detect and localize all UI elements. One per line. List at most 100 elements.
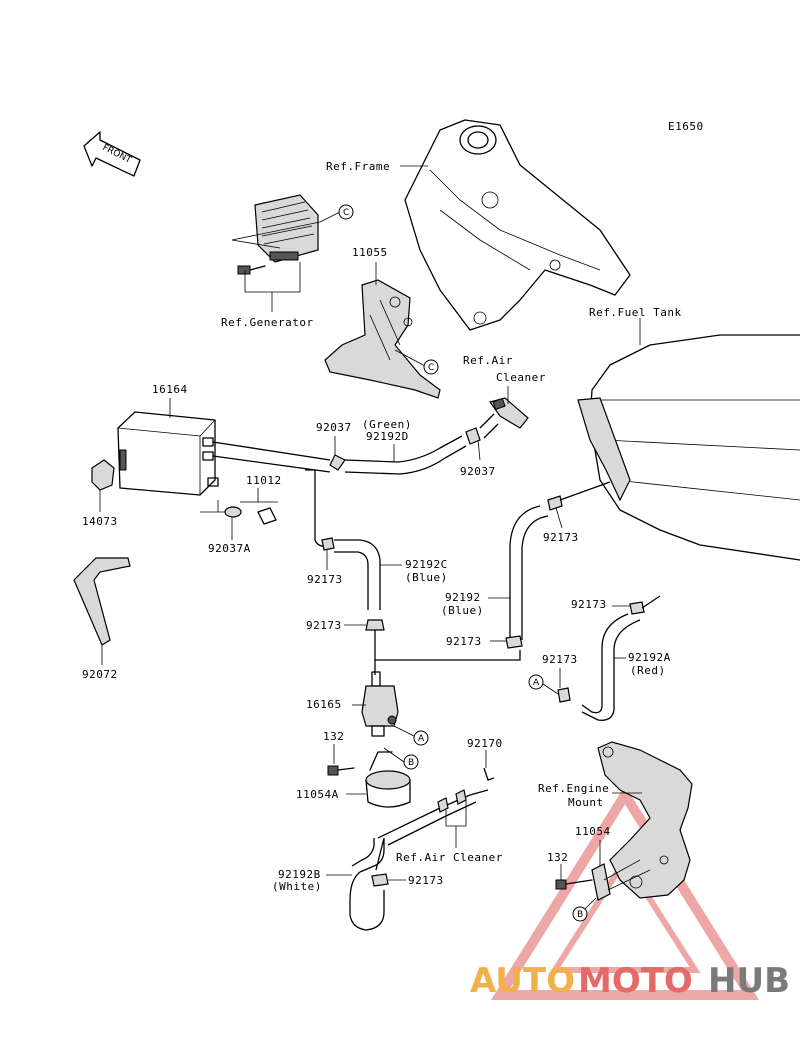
p92192d-label: 92192D [366, 430, 409, 443]
watermark-logo-triangle [490, 785, 760, 1000]
callout-c-2 [423, 359, 439, 375]
hose-to-air-cleaner [377, 789, 489, 846]
callout-a1-leader [393, 725, 415, 737]
p11055-label: 11055 [352, 246, 388, 259]
p16164-label: 16164 [152, 383, 188, 396]
hose-92192 [509, 505, 549, 640]
p92192a-label: 92192A [628, 651, 671, 664]
engine-mount-part [597, 741, 693, 899]
p16165-label: 16165 [306, 698, 342, 711]
hose-canister-top [212, 441, 331, 473]
part-92170 [483, 767, 495, 781]
svg-text:C: C [428, 363, 434, 373]
svg-text:A: A [533, 678, 540, 688]
band-11054-leader [603, 859, 651, 891]
canister-16164-part [117, 411, 219, 496]
ref-air-cleaner-bottom-leader [445, 800, 467, 848]
svg-text:A: A [418, 734, 425, 744]
front-arrow-icon: FRONT [83, 131, 141, 177]
p92037-b-leader [477, 439, 481, 461]
clamp-92173-b [365, 619, 385, 631]
callout-b-1 [403, 754, 419, 770]
svg-text:C: C [343, 208, 349, 218]
p11054a-label: 11054A [296, 788, 339, 801]
p92037-a-label: 92037 [316, 421, 352, 434]
fuel-tank-part [577, 334, 800, 561]
bolt-132-a [327, 765, 355, 776]
callout-b-2 [572, 906, 588, 922]
clamp-92037-b [465, 427, 481, 445]
ref-engine-mount-label-1: Ref.Engine [538, 782, 609, 795]
p92072-label: 92072 [82, 668, 118, 681]
c-leader-2 [394, 349, 426, 367]
ref-generator-label: Ref.Generator [221, 316, 314, 329]
green-label: (Green) [362, 418, 412, 431]
blue-c-label: (Blue) [405, 571, 448, 584]
clamp-92037-a [329, 454, 346, 471]
p92192c-label: 92192C [405, 558, 448, 571]
p132-a-label: 132 [323, 730, 344, 743]
c-leader-top [231, 211, 341, 249]
ref-air-cleaner-bottom-label: Ref.Air Cleaner [396, 851, 503, 864]
p92037a-label: 92037A [208, 542, 251, 555]
p132-b-label: 132 [547, 851, 568, 864]
p92173-d-leader [555, 507, 563, 529]
watermark-moto: MOTO [578, 961, 693, 1001]
callout-b1-leader [383, 747, 405, 763]
hose-92192a [581, 595, 661, 721]
clamp-92173-a [321, 537, 335, 551]
p92173-a-label: 92173 [307, 573, 343, 586]
p92173-g-label: 92173 [408, 874, 444, 887]
clamp-92037a-part [224, 506, 242, 518]
callout-b2-leader [583, 897, 597, 911]
clamp-92173-f [557, 687, 571, 703]
diagram-code: E1650 [668, 120, 704, 133]
blue-m-label: (Blue) [441, 604, 484, 617]
clamp-air-cleaner-a [437, 797, 449, 813]
p92173-c-label: 92173 [446, 635, 482, 648]
ref-generator-leader [244, 262, 301, 312]
svg-text:B: B [408, 758, 414, 768]
band-11054-part [591, 863, 611, 901]
bolt-generator [237, 265, 266, 275]
p92173-e-label: 92173 [571, 598, 607, 611]
bracket-92072-part [73, 557, 131, 646]
clamp-92173-c [505, 635, 523, 649]
band-11054a-part [365, 751, 411, 808]
p92173-d-label: 92173 [543, 531, 579, 544]
white-label: (White) [272, 880, 322, 893]
hose-92192c [334, 539, 381, 610]
clamp-air-cleaner-b [455, 789, 467, 805]
hose-canister-down [305, 469, 331, 548]
t-joint-part [489, 397, 529, 429]
callout-a2-leader [542, 683, 559, 695]
p92173-f-label: 92173 [542, 653, 578, 666]
ref-fuel-tank-label: Ref.Fuel Tank [589, 306, 682, 319]
cap-14073-part [91, 459, 115, 491]
cap-11012-part [257, 507, 277, 525]
clamp-92173-g [371, 873, 389, 887]
watermark-auto: AUTO [470, 961, 575, 1001]
callout-a-1 [413, 730, 429, 746]
watermark-hub: HUB [708, 961, 790, 1001]
hose-92192d [344, 435, 467, 475]
bracket-11055-part [324, 279, 441, 399]
p92037a-leader [200, 500, 233, 540]
p92173-b-label: 92173 [306, 619, 342, 632]
p92192-label: 92192 [445, 591, 481, 604]
hose-92192b [349, 837, 385, 931]
hose-to-tjoint [479, 413, 499, 439]
p92037-b-label: 92037 [460, 465, 496, 478]
p92170-label: 92170 [467, 737, 503, 750]
svg-text:B: B [577, 910, 583, 920]
frame-part [404, 119, 631, 331]
clamp-92173-e [629, 601, 645, 615]
filter-16165-part [361, 671, 399, 737]
clamp-92173-d [547, 495, 563, 511]
ref-frame-label: Ref.Frame [326, 160, 390, 173]
ref-engine-mount-label-2: Mount [568, 796, 604, 809]
p11012-leader [240, 488, 278, 503]
hose-filter-line [374, 630, 521, 675]
